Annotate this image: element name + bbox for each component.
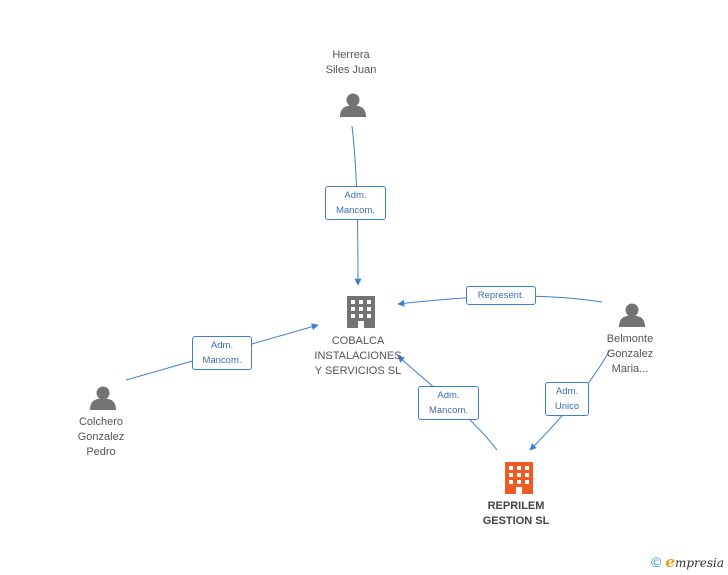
- edge-label-line: Mancom.: [335, 205, 376, 216]
- node-label-colchero[interactable]: Colchero Gonzalez Pedro: [61, 415, 141, 460]
- brand-name: mpresia: [674, 556, 724, 570]
- edge-label-line: Unico: [554, 401, 580, 412]
- edge-label-line: Adm.: [437, 390, 460, 401]
- edge-label-line: Adm.: [555, 386, 579, 397]
- copyright-icon: ©: [651, 554, 662, 570]
- edge-label-line: Adm.: [210, 340, 234, 351]
- edge-label-colchero-cobalca: Adm. Mancom.: [192, 336, 252, 370]
- building-icon-cobalca[interactable]: [347, 296, 375, 328]
- edge-label-herrera-cobalca: Adm. Mancom.: [325, 186, 386, 220]
- node-label-line: Colchero: [78, 416, 124, 428]
- node-label-line: Herrera: [332, 49, 370, 61]
- node-label-herrera[interactable]: Herrera Siles Juan: [311, 48, 391, 78]
- person-icon-herrera[interactable]: [340, 93, 366, 118]
- node-label-cobalca[interactable]: COBALCA INSTALACIONES Y SERVICIOS SL: [303, 334, 413, 379]
- node-label-reprilem[interactable]: REPRILEM GESTION SL: [466, 499, 566, 529]
- node-label-line: Gonzalez: [77, 431, 125, 443]
- node-label-line: Siles Juan: [325, 64, 377, 76]
- node-label-line: GESTION SL: [482, 515, 550, 527]
- edge-label-line: Represent.: [477, 290, 525, 301]
- brand-initial: e: [665, 553, 675, 571]
- brand-footer[interactable]: © empresia: [651, 553, 724, 571]
- person-icon-colchero[interactable]: [90, 386, 116, 411]
- node-label-line: REPRILEM: [487, 500, 545, 512]
- node-label-line: Y SERVICIOS SL: [314, 365, 402, 377]
- edge-label-line: Mancom.: [202, 355, 242, 366]
- person-icon-belmonte[interactable]: [619, 303, 645, 328]
- node-label-line: Maria...: [611, 363, 649, 375]
- node-label-line: Pedro: [86, 446, 116, 458]
- node-label-line: INSTALACIONES: [314, 350, 402, 362]
- edge-label-reprilem-cobalca: Adm. Mancom.: [418, 386, 479, 420]
- edge-label-belmonte-cobalca: Represent.: [466, 286, 536, 305]
- node-label-belmonte[interactable]: Belmonte Gonzalez Maria...: [589, 332, 671, 377]
- building-icon-reprilem[interactable]: [505, 462, 533, 494]
- node-label-line: Belmonte: [606, 333, 654, 345]
- node-label-line: COBALCA: [331, 335, 385, 347]
- edge-label-line: Adm.: [344, 190, 367, 201]
- brand-logo: empresia: [665, 553, 724, 571]
- edge-label-line: Mancom.: [428, 405, 469, 416]
- edge-label-belmonte-reprilem: Adm. Unico: [545, 382, 589, 416]
- node-label-line: Gonzalez: [606, 348, 654, 360]
